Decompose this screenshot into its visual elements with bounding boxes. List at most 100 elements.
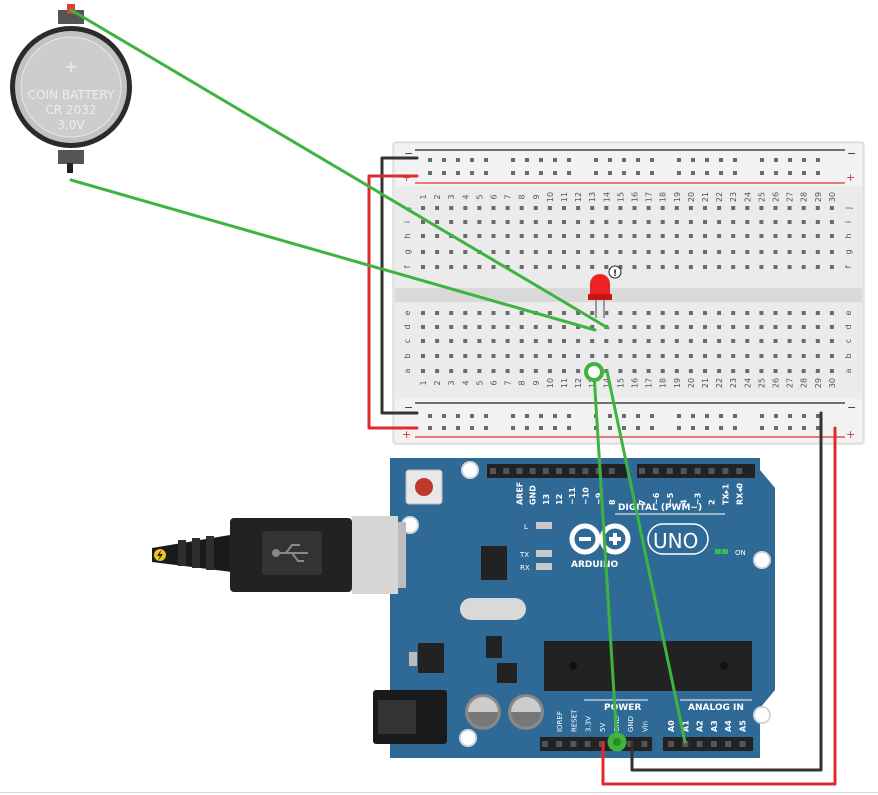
column-number-top: 13 [588, 192, 597, 202]
rail-plus-top-right: + [846, 171, 855, 184]
column-number-bottom: 25 [757, 378, 766, 388]
digital-pin-label: 8 [608, 499, 617, 505]
row-letter-right: b [844, 353, 853, 358]
breadboard-holes[interactable] [421, 158, 834, 430]
power-pin-label: Vin [641, 721, 649, 732]
row-letter-right: d [844, 324, 853, 329]
column-number-top: 16 [631, 192, 640, 202]
row-letter-left: a [403, 368, 412, 373]
row-letter-left: f [403, 265, 412, 268]
wire-green-to-a1 [605, 369, 687, 744]
breadboard-labels: 1122334455667788991010111112121313141415… [403, 192, 853, 388]
column-number-bottom: 6 [490, 380, 499, 385]
led-l-indicator [536, 522, 552, 529]
column-number-bottom: 30 [828, 378, 837, 388]
usb-chip [481, 546, 507, 580]
column-number-bottom: 17 [645, 378, 654, 388]
column-number-bottom: 20 [687, 378, 696, 388]
rail-plus-bottom-left: + [402, 428, 411, 441]
red-led[interactable]: ! [588, 265, 622, 318]
column-number-bottom: 24 [743, 378, 752, 388]
column-number-bottom: 7 [504, 380, 513, 385]
row-letter-right: g [844, 249, 853, 254]
power-led-indicator [715, 549, 721, 554]
row-letter-left: g [403, 249, 412, 254]
column-number-top: 20 [687, 192, 696, 202]
battery-plus-label: + [64, 57, 77, 76]
small-component [486, 636, 502, 658]
mounting-hole-icon [461, 461, 479, 479]
digital-pin-label: ~3 [694, 493, 703, 505]
analog-pin-label: A5 [739, 720, 748, 732]
analog-pin-label: A2 [696, 720, 705, 732]
column-number-bottom: 5 [475, 380, 484, 385]
column-number-bottom: 23 [729, 378, 738, 388]
column-number-bottom: 3 [447, 380, 456, 385]
rail-minus-top-left: − [404, 147, 413, 160]
row-letter-left: h [403, 233, 412, 238]
row-letter-left: b [403, 353, 412, 358]
row-letter-right: f [844, 265, 853, 268]
digital-pin-label: ~9 [595, 492, 604, 505]
column-number-top: 7 [504, 194, 513, 199]
column-number-top: 30 [828, 192, 837, 202]
column-number-bottom: 19 [673, 378, 682, 388]
digital-pin-label: GND [529, 485, 538, 505]
column-number-bottom: 28 [800, 378, 809, 388]
power-pin-label: GND [627, 716, 635, 732]
column-number-top: 28 [800, 192, 809, 202]
digital-pin-label: 13 [542, 494, 551, 505]
battery-negative-terminal[interactable] [67, 163, 73, 173]
column-number-bottom: 10 [546, 378, 555, 388]
led-info-icon[interactable] [608, 265, 622, 279]
crystal-oscillator [460, 598, 526, 620]
row-letter-left: d [403, 324, 412, 329]
column-number-bottom: 1 [419, 380, 428, 385]
wire-black-rail-jumper [380, 156, 419, 415]
power-section-label: POWER [604, 703, 641, 713]
uno-model-label: UNO [653, 529, 698, 553]
rail-minus-bottom-left: − [404, 401, 413, 414]
column-number-top: 3 [447, 194, 456, 199]
column-number-top: 24 [743, 192, 752, 202]
column-number-bottom: 15 [616, 378, 625, 388]
column-number-top: 12 [574, 192, 583, 202]
voltage-regulator [418, 643, 444, 673]
coin-battery[interactable]: + COIN BATTERY CR 2032 3.0V [10, 4, 132, 173]
usb-symbol-icon [272, 544, 308, 562]
wire-green-battery-positive [69, 8, 610, 330]
analog-pin-label: A1 [681, 720, 690, 732]
column-number-bottom: 18 [659, 378, 668, 388]
breadboard[interactable]: 1122334455667788991010111112121313141415… [392, 141, 865, 445]
reset-button-cap-icon[interactable] [415, 478, 433, 496]
column-number-top: 25 [757, 192, 766, 202]
power-pin-sockets[interactable] [542, 741, 746, 747]
mounting-hole-icon [753, 551, 771, 569]
digital-pwm-label: DIGITAL (PWM~) [618, 503, 702, 513]
power-pin-label: RESET [570, 709, 578, 732]
column-number-bottom: 12 [574, 378, 583, 388]
digital-pin-label: TX▸1 [721, 483, 730, 505]
usb-cable[interactable] [152, 516, 406, 594]
wire-red-rail-jumper [367, 174, 419, 430]
column-number-bottom: 13 [588, 378, 597, 388]
column-number-bottom: 16 [631, 378, 640, 388]
column-number-top: 22 [715, 192, 724, 202]
analog-in-section-label: ANALOG IN [688, 703, 744, 713]
column-number-top: 27 [786, 192, 795, 202]
canvas-bottom-border [0, 792, 878, 793]
column-number-top: 19 [673, 192, 682, 202]
digital-pin-label: AREF [515, 482, 524, 505]
column-number-bottom: 8 [518, 380, 527, 385]
rail-plus-bottom-right: + [846, 428, 855, 441]
column-number-top: 5 [475, 194, 484, 199]
atmega-chip [544, 641, 752, 691]
column-number-top: 8 [518, 194, 527, 199]
wire-black-gnd [630, 411, 823, 772]
row-letter-right: j [844, 207, 853, 210]
wires[interactable] [69, 8, 837, 786]
led-rx-label: RX [520, 564, 530, 572]
mounting-hole-icon [459, 729, 477, 747]
